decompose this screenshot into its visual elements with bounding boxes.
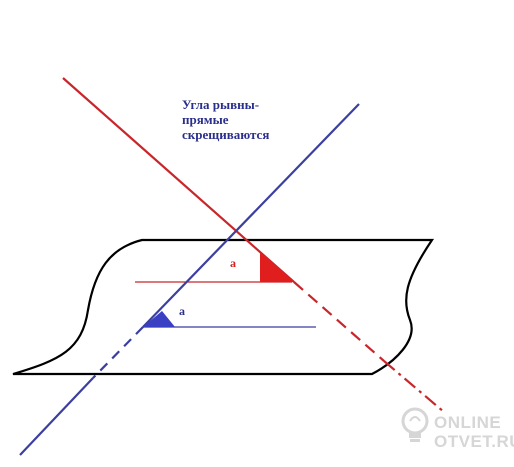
blue-angle-marker: [143, 311, 175, 327]
red-line-solid: [62, 77, 295, 283]
blue-line-dashed: [92, 326, 144, 379]
red-line-dashed: [293, 281, 385, 362]
plane-outline: [12, 238, 435, 376]
diagram-caption: Угла рывны- прямые скрещиваются: [182, 97, 270, 142]
blue-line-lower: [19, 377, 94, 456]
watermark: ONLINE OTVET.RU: [400, 407, 514, 459]
blue-line-solid: [142, 103, 360, 328]
red-line-lower: [383, 360, 445, 413]
watermark-line1: ONLINE: [434, 413, 502, 432]
blue-angle-label: a: [179, 304, 185, 318]
lightbulb-icon: [401, 407, 429, 442]
red-angle-marker: [260, 252, 294, 282]
red-angle-label: a: [230, 256, 236, 270]
watermark-line2: OTVET.RU: [434, 432, 514, 451]
